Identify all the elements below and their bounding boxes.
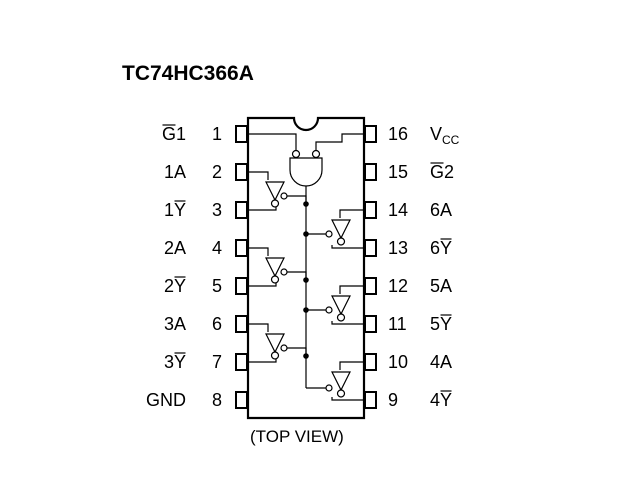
pin-16-label: VCC	[430, 124, 460, 147]
pin-5-label: 2Y	[164, 276, 186, 296]
pin-13-lead	[364, 239, 377, 257]
pin-1-lead	[235, 125, 248, 143]
buffer-gate-3	[265, 333, 288, 360]
chip-title: TC74HC366A	[122, 62, 254, 85]
pin-4-label: 2A	[164, 238, 186, 258]
pin-10-lead	[364, 353, 377, 371]
top-view-caption: (TOP VIEW)	[250, 427, 344, 446]
buffer-gate-2	[265, 257, 288, 284]
pin-4-lead	[235, 239, 248, 257]
pin-3-label-text: 1Y	[164, 200, 186, 220]
pin-3-lead	[235, 201, 248, 219]
pin-16-lead	[364, 125, 377, 143]
pin-6-number: 6	[212, 314, 222, 334]
pin-7-label-text: 3Y	[164, 352, 186, 372]
pin-6-label: 3A	[164, 314, 186, 334]
pin-8-label: GND	[146, 390, 186, 410]
pin-7-label: 3Y	[164, 352, 186, 372]
nor-gate	[289, 149, 323, 187]
pin-7-lead	[235, 353, 248, 371]
pin-1-label: G1	[162, 124, 186, 144]
pin-13-label: 6Y	[430, 238, 452, 258]
pin-14-label: 6A	[430, 200, 452, 220]
pin-1-label-text: G1	[162, 124, 186, 144]
pin-labels-layer: 1 G1 2 1A 3 1Y 4 2A 5 2Y 6 3A 7 3Y 8 GND 9 4Y 10 4A 11 5Y 12 5A…	[146, 124, 460, 410]
pin-2-lead	[235, 163, 248, 181]
pin-3-number: 3	[212, 200, 222, 220]
enable-bubble-4	[325, 384, 333, 392]
pin-12-lead	[364, 277, 377, 295]
junction-dots	[303, 201, 309, 359]
pin-14-lead	[364, 201, 377, 219]
enable-bubble-5	[325, 306, 333, 314]
pin-13-number: 13	[388, 238, 408, 258]
pin-2-label: 1A	[164, 162, 186, 182]
pin-11-number: 11	[388, 314, 407, 334]
pins-layer	[235, 125, 377, 409]
pin-14-number: 14	[388, 200, 408, 220]
pin-13-label-text: 6Y	[430, 238, 452, 258]
nor-input-bubble-2	[311, 149, 321, 159]
pin-9-label: 4Y	[430, 390, 452, 410]
buffer-gate-4	[325, 371, 351, 398]
pin-11-label-text: 5Y	[430, 314, 452, 334]
enable-bubble-6	[325, 230, 333, 238]
pin-2-label-text: 1A	[164, 162, 186, 182]
pin-2-number: 2	[212, 162, 222, 182]
ic-package-outline	[246, 116, 366, 420]
pin-1-number: 1	[212, 124, 222, 144]
pin-10-number: 10	[388, 352, 408, 372]
pin-9-lead	[364, 391, 377, 409]
pin-6-label-text: 3A	[164, 314, 186, 334]
pin-15-label: G2	[430, 162, 454, 182]
pin-11-lead	[364, 315, 377, 333]
pin-12-label: 5A	[430, 276, 452, 296]
pin-10-label-text: 4A	[430, 352, 452, 372]
pin-10-label: 4A	[430, 352, 452, 372]
pin-16-number: 16	[388, 124, 408, 144]
pin-15-label-text: G2	[430, 162, 454, 182]
pin-5-number: 5	[212, 276, 222, 296]
pin-4-label-text: 2A	[164, 238, 186, 258]
buffer-gate-6	[325, 219, 351, 246]
pin-16-label-text: VCC	[430, 124, 460, 147]
pin-8-number: 8	[212, 390, 222, 410]
pin-5-label-text: 2Y	[164, 276, 186, 296]
pin-8-label-text: GND	[146, 390, 186, 410]
pin-12-number: 12	[388, 276, 408, 296]
enable-bubble-1	[280, 192, 288, 200]
pin-6-lead	[235, 315, 248, 333]
pin-14-label-text: 6A	[430, 200, 452, 220]
pin-5-lead	[235, 277, 248, 295]
pin-9-number: 9	[388, 390, 398, 410]
enable-bubble-3	[280, 344, 288, 352]
pin-12-label-text: 5A	[430, 276, 452, 296]
pin-3-label: 1Y	[164, 200, 186, 220]
pin-9-label-text: 4Y	[430, 390, 452, 410]
pin-15-number: 15	[388, 162, 408, 182]
buffer-gate-5	[325, 295, 351, 322]
buffer-gate-1	[265, 181, 288, 208]
pin-7-number: 7	[212, 352, 222, 372]
pin-8-lead	[235, 391, 248, 409]
pin-15-lead	[364, 163, 377, 181]
enable-bubble-2	[280, 268, 288, 276]
pin-4-number: 4	[212, 238, 222, 258]
nor-input-bubble-1	[291, 149, 301, 159]
pin-11-label: 5Y	[430, 314, 452, 334]
